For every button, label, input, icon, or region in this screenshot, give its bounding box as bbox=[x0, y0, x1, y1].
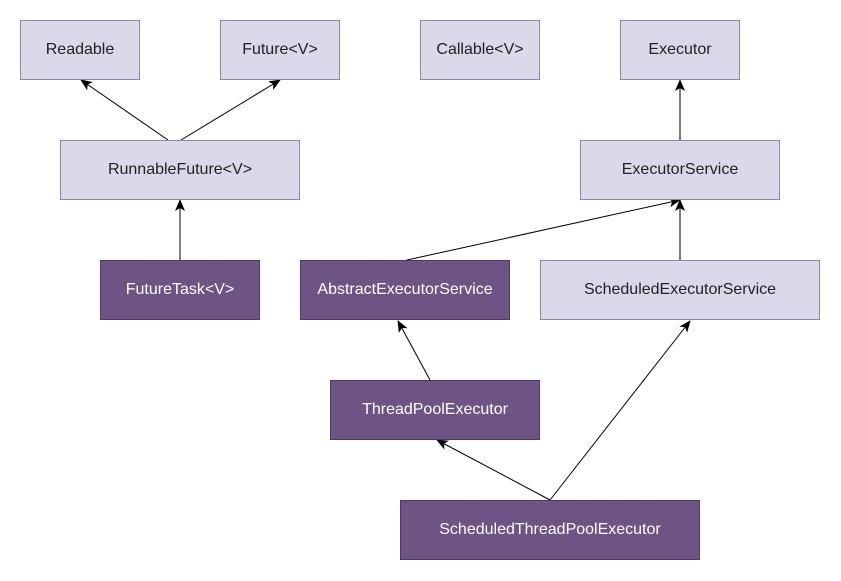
node-callable[interactable]: Callable<V> bbox=[420, 20, 540, 80]
node-future-label: Future<V> bbox=[242, 41, 318, 58]
node-executor-service[interactable]: ExecutorService bbox=[580, 140, 780, 200]
node-scheduled-executor-service-label: ScheduledExecutorService bbox=[583, 281, 777, 298]
node-callable-label: Callable<V> bbox=[436, 41, 524, 58]
node-readable-label: Readable bbox=[45, 41, 115, 58]
node-executor[interactable]: Executor bbox=[620, 20, 740, 80]
node-thread-pool-executor[interactable]: ThreadPoolExecutor bbox=[330, 380, 540, 440]
node-abstract-executor-service-label: AbstractExecutorService bbox=[317, 281, 493, 298]
edge-scheduledthreadpoolexecutor-to-scheduledexecutorservice bbox=[549, 320, 691, 501]
node-runnable-future[interactable]: RunnableFuture<V> bbox=[60, 140, 300, 200]
node-runnable-future-label: RunnableFuture<V> bbox=[107, 161, 253, 178]
node-future[interactable]: Future<V> bbox=[220, 20, 340, 80]
node-executor-label: Executor bbox=[648, 41, 712, 58]
edge-threadpoolexecutor-to-abstractexecutorservice bbox=[397, 320, 431, 381]
node-abstract-executor-service[interactable]: AbstractExecutorService bbox=[300, 260, 510, 320]
edge-runnablefuture-to-future bbox=[180, 79, 281, 141]
edge-abstractexecutorservice-to-executorservice bbox=[406, 197, 681, 261]
node-scheduled-thread-pool-executor[interactable]: ScheduledThreadPoolExecutor bbox=[400, 500, 700, 560]
node-future-task[interactable]: FutureTask<V> bbox=[100, 260, 260, 320]
node-scheduled-executor-service[interactable]: ScheduledExecutorService bbox=[540, 260, 820, 320]
edge-runnablefuture-to-readable bbox=[80, 79, 169, 141]
node-readable[interactable]: Readable bbox=[20, 20, 140, 80]
node-thread-pool-executor-label: ThreadPoolExecutor bbox=[362, 401, 508, 418]
node-executor-service-label: ExecutorService bbox=[621, 161, 739, 178]
node-future-task-label: FutureTask<V> bbox=[125, 281, 235, 298]
node-scheduled-thread-pool-executor-label: ScheduledThreadPoolExecutor bbox=[439, 521, 661, 538]
edge-scheduledthreadpoolexecutor-to-threadpoolexecutor bbox=[436, 439, 551, 501]
